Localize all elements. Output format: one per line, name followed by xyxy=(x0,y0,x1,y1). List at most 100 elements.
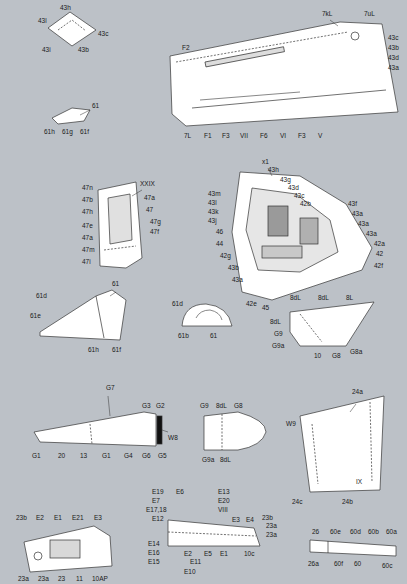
callout-label: 7L xyxy=(184,132,191,139)
callout-label: E10 xyxy=(184,568,196,575)
callout-label: 8dL xyxy=(220,456,231,463)
callout-label: 8dL xyxy=(216,402,227,409)
callout-label: 43d xyxy=(388,54,399,61)
callout-label: 23b xyxy=(262,514,273,521)
callout-label: 60 xyxy=(354,560,361,567)
callout-label: 61b xyxy=(178,332,189,339)
callout-label: 43a xyxy=(232,276,243,283)
callout-label: 26a xyxy=(308,560,319,567)
seat-part xyxy=(98,182,142,268)
callout-label: 42g xyxy=(220,252,231,259)
callout-label: 60e xyxy=(330,528,341,535)
callout-label: 60f xyxy=(334,560,343,567)
callout-label: 61d xyxy=(172,300,183,307)
callout-label: F1 xyxy=(204,132,212,139)
callout-label: G5 xyxy=(158,452,167,459)
callout-label: 24c xyxy=(292,498,302,505)
callout-label: W9 xyxy=(286,420,296,427)
callout-label: 42e xyxy=(246,300,257,307)
callout-label: 43j xyxy=(208,217,217,224)
callout-label: E21 xyxy=(72,514,84,521)
callout-label: E5 xyxy=(204,550,212,557)
callout-label: G8 xyxy=(234,402,243,409)
callout-label: E4 xyxy=(246,516,254,523)
wing-part xyxy=(170,22,398,126)
callout-label: 43c xyxy=(294,192,304,199)
callout-label: E19 xyxy=(152,488,164,495)
callout-label: W8 xyxy=(168,434,178,441)
callout-label: 11 xyxy=(76,575,83,582)
callout-label: 23a xyxy=(18,575,29,582)
callout-label: 8dL xyxy=(318,294,329,301)
callout-label: 47 xyxy=(146,206,153,213)
callout-label: 46 xyxy=(216,228,223,235)
callout-label: 43k xyxy=(208,208,218,215)
callout-label: E13 xyxy=(218,488,230,495)
callout-label: E7 xyxy=(152,497,160,504)
callout-label: G6 xyxy=(142,452,151,459)
callout-label: 43a xyxy=(366,230,377,237)
callout-label: G3 xyxy=(142,402,151,409)
part-outline xyxy=(24,526,112,572)
callout-label: 47h xyxy=(82,208,93,215)
callout-label: 42a xyxy=(374,240,385,247)
callout-label: G1 xyxy=(32,452,41,459)
callout-label: F2 xyxy=(182,44,190,51)
callout-label: 61e xyxy=(30,312,41,319)
callout-label: 43m xyxy=(208,190,221,197)
callout-label: 42f xyxy=(374,262,383,269)
callout-label: 24a xyxy=(352,388,363,395)
callout-label: VIII xyxy=(218,506,228,513)
callout-label: E20 xyxy=(218,497,230,504)
callout-label: G7 xyxy=(106,384,115,391)
callout-label: G2 xyxy=(156,402,165,409)
callout-label: XXIX xyxy=(140,180,155,187)
callout-label: 43h xyxy=(60,4,71,11)
nose-part xyxy=(204,412,266,450)
callout-label: VI xyxy=(280,132,286,139)
callout-label: E2 xyxy=(184,550,192,557)
callout-label: 8dL xyxy=(290,294,301,301)
part-outline xyxy=(168,520,260,546)
callout-label: E3 xyxy=(94,514,102,521)
callout-label: 47e xyxy=(82,222,93,229)
callout-label: 8dL xyxy=(270,318,281,325)
callout-label: 47m xyxy=(82,246,95,253)
callout-label: E15 xyxy=(148,558,160,565)
callout-label: 47f xyxy=(150,228,159,235)
leader-lines xyxy=(80,20,356,432)
callout-label: VII xyxy=(240,132,248,139)
callout-label: 43h xyxy=(268,166,279,173)
callout-label: 23a xyxy=(266,522,277,529)
callout-label: 7uL xyxy=(364,10,375,17)
callout-label: G8 xyxy=(332,352,341,359)
callout-label: x1 xyxy=(262,158,269,165)
callout-label: 61 xyxy=(112,280,119,287)
callout-label: 61f xyxy=(80,128,89,135)
callout-label: 47i xyxy=(82,258,91,265)
callout-label: 8L xyxy=(346,294,353,301)
callout-label: 43a xyxy=(358,220,369,227)
callout-label: 43i xyxy=(42,46,51,53)
callout-label: V xyxy=(318,132,322,139)
callout-label: 23 xyxy=(58,575,65,582)
callout-label: 61 xyxy=(210,332,217,339)
canopy-part xyxy=(40,290,126,340)
callout-label: G9a xyxy=(202,456,214,463)
callout-label: G9 xyxy=(200,402,209,409)
callout-label: IX xyxy=(356,478,362,485)
callout-label: 10c xyxy=(244,550,254,557)
callout-label: 43f xyxy=(348,200,357,207)
callout-label: 60c xyxy=(382,562,392,569)
callout-label: F3 xyxy=(222,132,230,139)
callout-label: 47a xyxy=(144,194,155,201)
callout-label: 10AP xyxy=(92,575,108,582)
callout-label: 47a xyxy=(82,234,93,241)
callout-label: E17,18 xyxy=(146,506,167,513)
callout-label: 61h xyxy=(88,346,99,353)
callout-label: 42 xyxy=(376,250,383,257)
callout-label: 20 xyxy=(58,452,65,459)
part-outline xyxy=(48,12,96,46)
callout-label: 47n xyxy=(82,184,93,191)
callout-label: 42b xyxy=(300,200,311,207)
